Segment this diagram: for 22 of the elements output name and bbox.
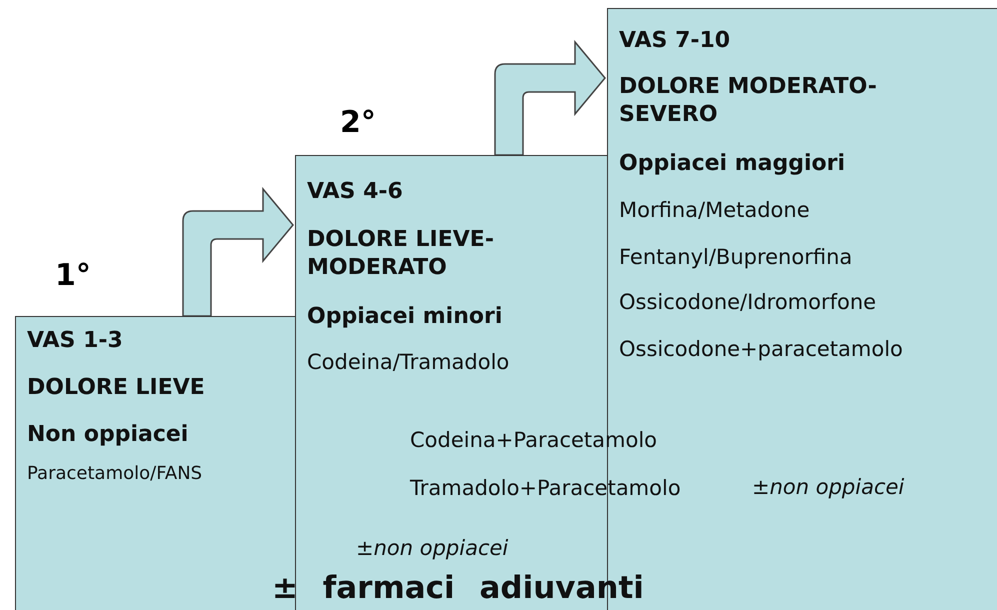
step-box (15, 316, 297, 610)
drug-text: Ossicodone/Idromorfone (619, 289, 878, 315)
step-heading: DOLORE LIEVE (27, 374, 206, 402)
note-text: ±non oppiacei (356, 535, 508, 561)
step-number: 1° (55, 258, 91, 293)
step-heading: VAS 7-10 (619, 27, 732, 55)
drug-text: Ossicodone+paracetamolo (619, 336, 904, 362)
bent-arrow (182, 188, 294, 317)
step-heading: Oppiacei maggiori (619, 150, 846, 178)
note-text: ±non oppiacei (752, 474, 904, 500)
step-heading: Oppiacei minori (307, 303, 504, 331)
drug-text: Paracetamolo/FANS (27, 462, 204, 486)
drug-text: Codeina/Tramadolo (307, 349, 510, 375)
step-heading: Non oppiacei (27, 421, 190, 449)
bent-arrow (494, 41, 606, 156)
step-heading: DOLORE MODERATO-SEVERO (619, 73, 878, 129)
drug-text: Morfina/Metadone (619, 197, 811, 223)
step-number: 2° (340, 105, 376, 140)
step-heading: VAS 4-6 (307, 178, 404, 206)
drug-text: Fentanyl/Buprenorfina (619, 244, 854, 270)
step-heading: DOLORE LIEVE-MODERATO (307, 226, 495, 282)
step-heading: VAS 1-3 (27, 327, 124, 355)
